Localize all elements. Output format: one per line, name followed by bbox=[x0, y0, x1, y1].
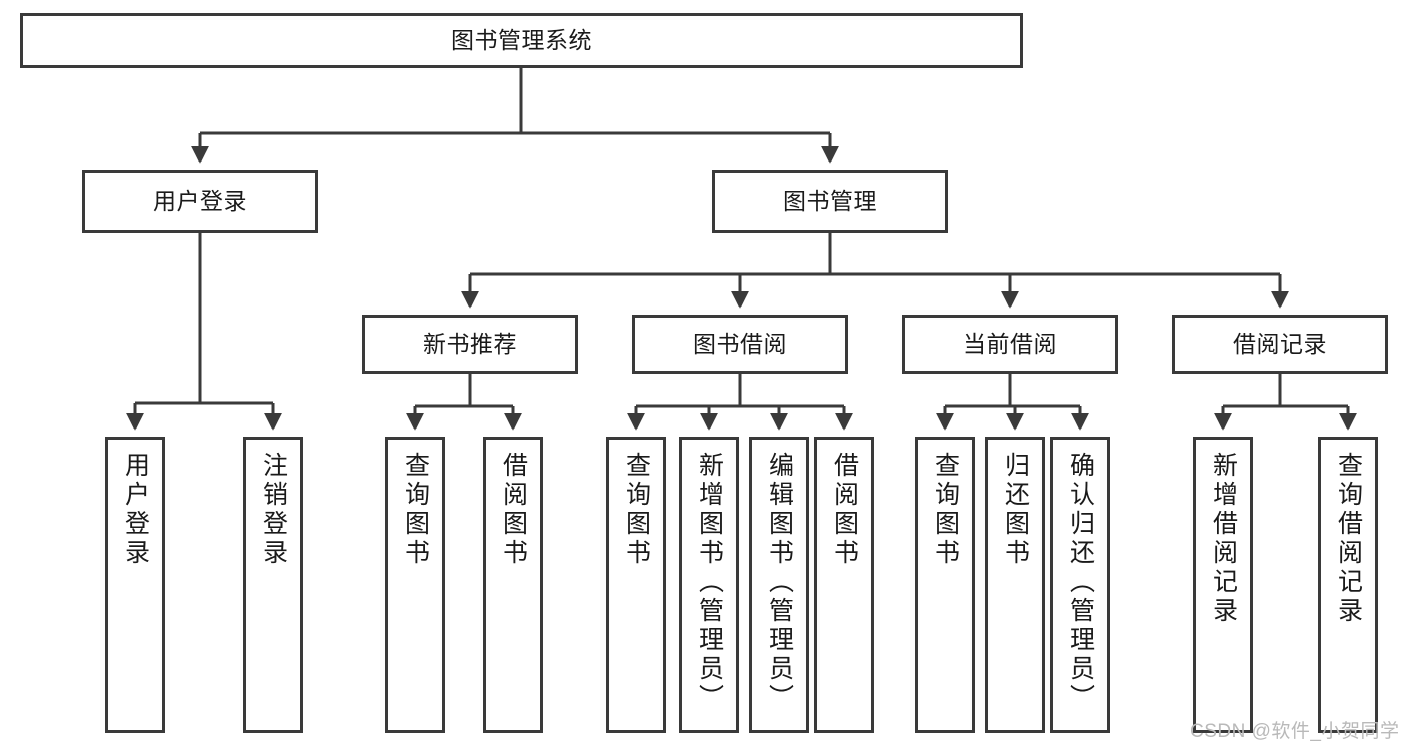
leaf-query-book-current-label: 查询图书 bbox=[931, 452, 960, 568]
leaf-confirm-return-admin-label: 确认归还（管理员） bbox=[1066, 452, 1095, 713]
node-borrow-record-label: 借阅记录 bbox=[1233, 331, 1327, 358]
leaf-add-borrow-record[interactable]: 新增借阅记录 bbox=[1193, 437, 1253, 733]
node-book-management[interactable]: 图书管理 bbox=[712, 170, 948, 233]
leaf-query-book-newbook[interactable]: 查询图书 bbox=[385, 437, 445, 733]
leaf-query-book-borrow-label: 查询图书 bbox=[622, 452, 651, 568]
leaf-query-book-current[interactable]: 查询图书 bbox=[915, 437, 975, 733]
node-current-borrow-label: 当前借阅 bbox=[963, 331, 1057, 358]
leaf-query-borrow-record[interactable]: 查询借阅记录 bbox=[1318, 437, 1378, 733]
leaf-return-book[interactable]: 归还图书 bbox=[985, 437, 1045, 733]
leaf-query-book-borrow[interactable]: 查询图书 bbox=[606, 437, 666, 733]
leaf-borrow-book-newbook-label: 借阅图书 bbox=[499, 452, 528, 568]
node-user-login[interactable]: 用户登录 bbox=[82, 170, 318, 233]
leaf-return-book-label: 归还图书 bbox=[1001, 452, 1030, 568]
leaf-add-borrow-record-label: 新增借阅记录 bbox=[1209, 452, 1238, 626]
node-new-book-recommend-label: 新书推荐 bbox=[423, 331, 517, 358]
node-book-management-label: 图书管理 bbox=[783, 188, 877, 215]
node-user-login-label: 用户登录 bbox=[153, 188, 247, 215]
node-current-borrow[interactable]: 当前借阅 bbox=[902, 315, 1118, 374]
node-root-label: 图书管理系统 bbox=[451, 27, 592, 54]
leaf-edit-book-admin[interactable]: 编辑图书（管理员） bbox=[749, 437, 809, 733]
leaf-query-book-newbook-label: 查询图书 bbox=[401, 452, 430, 568]
leaf-user-login[interactable]: 用户登录 bbox=[105, 437, 165, 733]
leaf-borrow-book-label: 借阅图书 bbox=[830, 452, 859, 568]
leaf-user-login-label: 用户登录 bbox=[121, 452, 150, 568]
leaf-edit-book-admin-label: 编辑图书（管理员） bbox=[765, 452, 794, 713]
node-borrow-record[interactable]: 借阅记录 bbox=[1172, 315, 1388, 374]
leaf-borrow-book[interactable]: 借阅图书 bbox=[814, 437, 874, 733]
leaf-add-book-admin[interactable]: 新增图书（管理员） bbox=[679, 437, 739, 733]
leaf-logout[interactable]: 注销登录 bbox=[243, 437, 303, 733]
leaf-add-book-admin-label: 新增图书（管理员） bbox=[695, 452, 724, 713]
leaf-logout-label: 注销登录 bbox=[259, 452, 288, 568]
leaf-confirm-return-admin[interactable]: 确认归还（管理员） bbox=[1050, 437, 1110, 733]
node-new-book-recommend[interactable]: 新书推荐 bbox=[362, 315, 578, 374]
leaf-borrow-book-newbook[interactable]: 借阅图书 bbox=[483, 437, 543, 733]
leaf-query-borrow-record-label: 查询借阅记录 bbox=[1334, 452, 1363, 626]
node-book-borrow-label: 图书借阅 bbox=[693, 331, 787, 358]
node-book-borrow[interactable]: 图书借阅 bbox=[632, 315, 848, 374]
node-root[interactable]: 图书管理系统 bbox=[20, 13, 1023, 68]
